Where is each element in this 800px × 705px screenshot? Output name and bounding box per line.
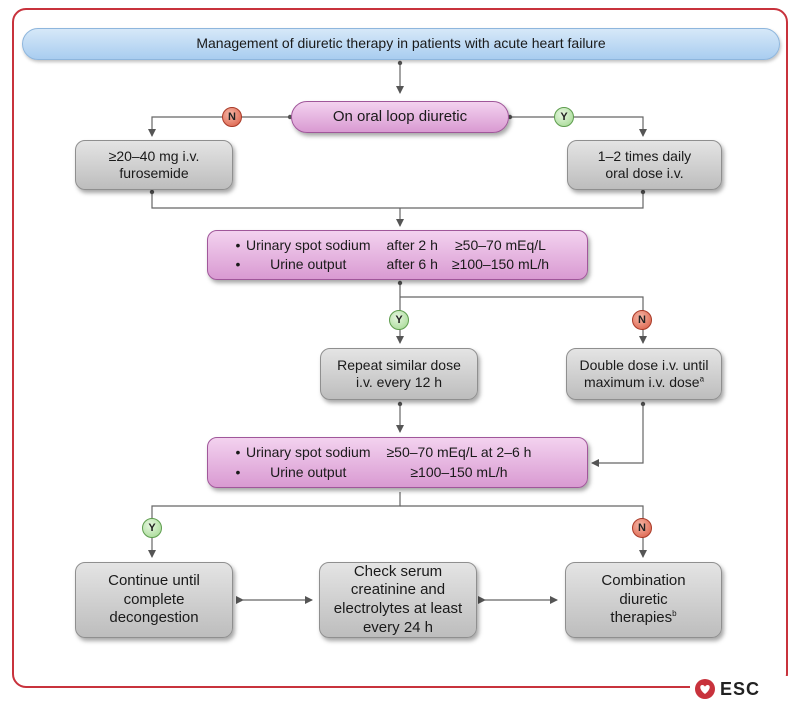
action-line: 1–2 times daily xyxy=(597,147,692,164)
action-line: Check serum xyxy=(353,562,443,580)
decision-oral-loop-diuretic: On oral loop diuretic xyxy=(291,101,509,133)
action-double-dose: Double dose i.v. until maximum i.v. dose… xyxy=(566,348,722,400)
action-line: i.v. every 12 h xyxy=(355,374,443,390)
check1-label: Urinary spot sodium xyxy=(246,236,371,253)
check1-time: after 2 h xyxy=(386,236,438,253)
esc-logo: ESC xyxy=(690,676,790,702)
action-line: therapiesb xyxy=(610,609,676,628)
footnote-marker: b xyxy=(672,609,677,619)
action-line: oral dose i.v. xyxy=(605,165,684,181)
no-badge-check1: N xyxy=(632,310,652,330)
check1-label: Urine output xyxy=(270,256,347,272)
bullet: • xyxy=(235,444,241,460)
action-line: ≥20–40 mg i.v. xyxy=(108,147,200,164)
yes-badge-check2: Y xyxy=(142,518,162,538)
action-line: decongestion xyxy=(109,609,199,627)
check2-row: • Urinary spot sodium ≥50–70 mEq/L at 2–… xyxy=(230,443,532,463)
bullet: • xyxy=(235,236,241,253)
check1-row: • Urinary spot sodium after 2 h ≥50–70 m… xyxy=(230,236,549,256)
check1-row: • Urine output after 6 h ≥100–150 mL/h xyxy=(230,255,550,275)
action-check-serum: Check serum creatinine and electrolytes … xyxy=(319,562,477,638)
check2-table: • Urinary spot sodium ≥50–70 mEq/L at 2–… xyxy=(230,443,532,483)
footnote-marker: a xyxy=(699,374,705,384)
action-line: Repeat similar dose xyxy=(337,356,461,373)
check-sodium-output-1: • Urinary spot sodium after 2 h ≥50–70 m… xyxy=(207,230,588,280)
bullet: • xyxy=(235,463,241,480)
action-text: maximum i.v. dose xyxy=(583,374,700,390)
check2-value: ≥50–70 mEq/L at 2–6 h xyxy=(386,444,532,460)
action-line: Combination xyxy=(601,571,686,589)
action-line: creatinine and xyxy=(350,581,446,599)
bullet: • xyxy=(235,256,241,272)
action-oral-dose-iv: 1–2 times daily oral dose i.v. xyxy=(567,140,722,190)
yes-badge-start: Y xyxy=(554,107,574,127)
yes-badge-check1: Y xyxy=(389,310,409,330)
check2-row: • Urine output ≥100–150 mL/h xyxy=(230,463,531,483)
action-line: Continue until xyxy=(108,571,200,589)
no-badge-check2: N xyxy=(632,518,652,538)
check1-value: ≥50–70 mEq/L xyxy=(454,236,546,253)
check1-value: ≥100–150 mL/h xyxy=(451,256,550,272)
action-line: Double dose i.v. until xyxy=(579,356,709,373)
check2-value: ≥100–150 mL/h xyxy=(410,463,508,480)
action-repeat-dose: Repeat similar dose i.v. every 12 h xyxy=(320,348,478,400)
action-combination: Combination diuretic therapiesb xyxy=(565,562,722,638)
diagram-title: Management of diuretic therapy in patien… xyxy=(22,28,780,60)
action-line: every 24 h xyxy=(362,618,434,636)
check1-table: • Urinary spot sodium after 2 h ≥50–70 m… xyxy=(230,236,550,275)
esc-logo-text: ESC xyxy=(720,678,761,699)
action-text: therapies xyxy=(610,609,673,627)
check2-label: Urinary spot sodium xyxy=(246,444,371,460)
check-sodium-output-2: • Urinary spot sodium ≥50–70 mEq/L at 2–… xyxy=(207,437,588,488)
action-continue: Continue until complete decongestion xyxy=(75,562,233,638)
heart-icon xyxy=(695,679,715,699)
action-line: maximum i.v. dosea xyxy=(584,374,704,392)
no-badge-start: N xyxy=(222,107,242,127)
check2-label: Urine output xyxy=(270,463,347,480)
action-line: diuretic xyxy=(619,590,668,608)
action-line: electrolytes at least xyxy=(333,600,463,617)
action-line: furosemide xyxy=(119,165,189,181)
action-line: complete xyxy=(123,590,185,608)
action-iv-furosemide: ≥20–40 mg i.v. furosemide xyxy=(75,140,233,190)
check1-time: after 6 h xyxy=(386,256,438,272)
